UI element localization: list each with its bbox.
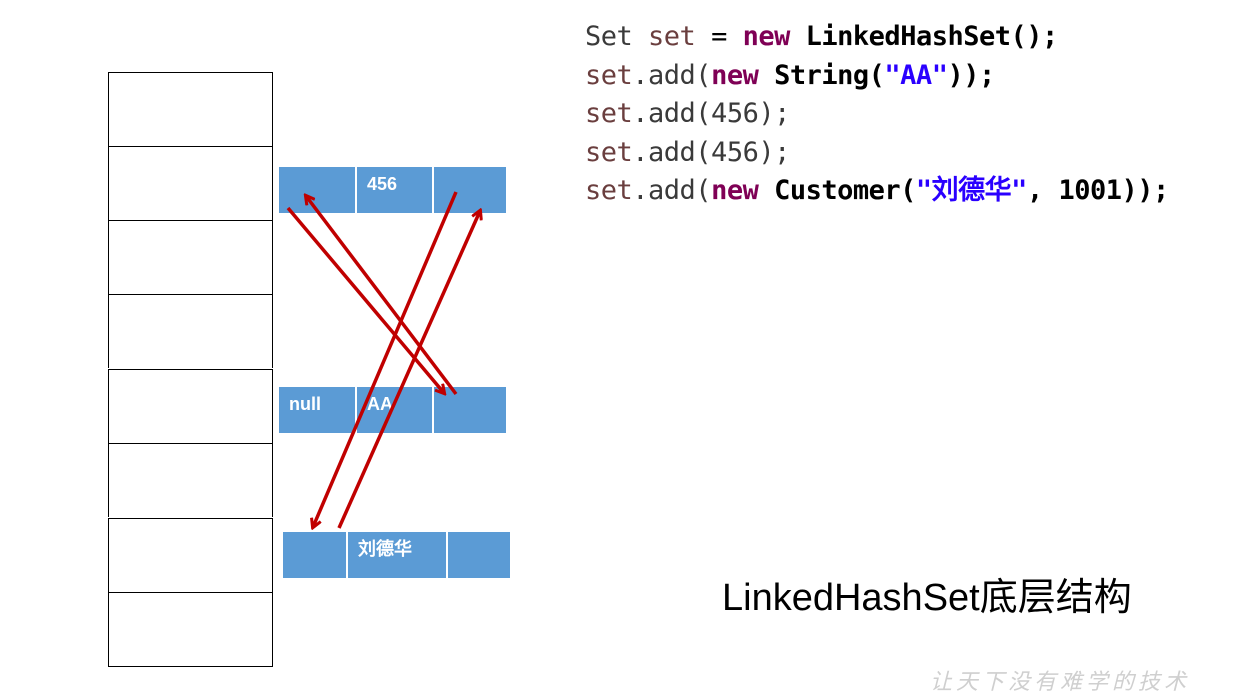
bucket-3 — [108, 294, 273, 368]
code-line-4: set.add(456); — [585, 134, 1169, 173]
arrow-liudehua-to-456 — [337, 211, 480, 529]
code-call: .add( — [632, 175, 712, 206]
code-comma: , — [1026, 175, 1059, 206]
node-456-before — [279, 167, 355, 213]
code-var: set — [585, 98, 633, 129]
diagram-caption: LinkedHashSet底层结构 — [722, 577, 1132, 619]
code-string: "AA" — [884, 59, 948, 91]
bucket-4 — [108, 369, 273, 443]
code-var: set — [585, 175, 633, 206]
code-open: ( — [868, 59, 885, 91]
code-call: .add(456); — [632, 136, 790, 168]
node-liudehua-after — [446, 532, 510, 578]
code-open: ( — [900, 175, 916, 206]
code-tail: (); — [1010, 21, 1058, 52]
node-aa-before: null — [279, 387, 355, 433]
arrow-456-to-liudehua — [313, 191, 458, 527]
code-number: 1001 — [1058, 175, 1122, 206]
bucket-5 — [108, 443, 273, 517]
code-line-3: set.add(456); — [585, 95, 1169, 134]
code-assign: = — [695, 21, 743, 52]
code-var: set — [585, 136, 633, 168]
node-456: 456 — [279, 167, 506, 213]
bucket-6 — [108, 518, 273, 592]
node-liudehua: 刘德华 — [283, 532, 510, 578]
code-block: Set set = new LinkedHashSet();set.add(ne… — [585, 18, 1169, 211]
code-call: .add(456); — [632, 98, 790, 129]
code-type: Set — [585, 21, 633, 52]
bucket-2 — [108, 220, 273, 294]
code-class: LinkedHashSet — [805, 21, 1011, 52]
code-line-5: set.add(new Customer("刘德华", 1001)); — [585, 172, 1169, 211]
code-tail: )); — [947, 59, 995, 91]
node-456-value: 456 — [355, 167, 432, 213]
code-line-2: set.add(new String("AA")); — [585, 57, 1169, 96]
code-keyword: new — [711, 175, 759, 206]
node-liudehua-value: 刘德华 — [346, 532, 446, 578]
code-var: set — [648, 21, 696, 52]
code-class: String — [774, 59, 869, 91]
code-line-1: Set set = new LinkedHashSet(); — [585, 18, 1169, 57]
arrow-456-to-aa — [286, 206, 444, 393]
code-string: "刘德华" — [915, 175, 1028, 206]
code-class: Customer — [774, 175, 901, 206]
code-tail: )); — [1121, 175, 1169, 206]
hash-table — [108, 72, 273, 668]
code-keyword: new — [711, 59, 759, 91]
code-call: .add( — [632, 59, 712, 91]
arrow-aa-to-456 — [306, 196, 458, 396]
bucket-0 — [108, 72, 273, 146]
node-456-after — [432, 167, 506, 213]
watermark: 让天下没有难学的技术 — [930, 670, 1191, 695]
bucket-1 — [108, 146, 273, 220]
bucket-7 — [108, 592, 273, 667]
code-var: set — [585, 59, 633, 91]
node-liudehua-before — [283, 532, 346, 578]
code-keyword: new — [742, 21, 791, 52]
